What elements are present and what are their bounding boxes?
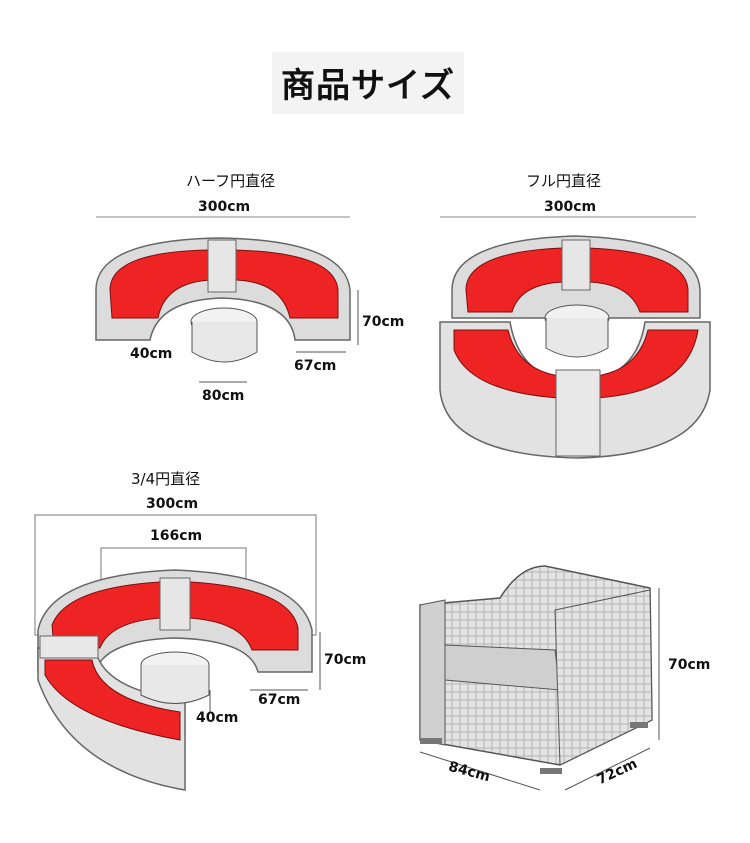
half-circle-diameter: 300cm <box>198 199 251 215</box>
half-circle-height: 70cm <box>362 314 405 330</box>
three-quarter-title: 3/4円直径 <box>131 470 201 488</box>
armchair-height: 70cm <box>668 657 711 673</box>
title-background <box>272 52 464 114</box>
page-title: 商品サイズ <box>281 66 455 106</box>
half-circle-title: ハーフ円直径 <box>186 172 276 190</box>
three-quarter-seat-depth: 40cm <box>196 710 239 726</box>
half-circle-seat-depth: 40cm <box>130 346 173 362</box>
three-quarter-section-width: 67cm <box>258 692 301 708</box>
half-circle-table: 80cm <box>202 388 245 404</box>
three-quarter-height: 70cm <box>324 652 367 668</box>
full-circle-title: フル円直径 <box>526 172 602 190</box>
three-quarter-inner: 166cm <box>150 528 203 544</box>
full-circle-diameter: 300cm <box>544 199 597 215</box>
three-quarter-diameter: 300cm <box>146 496 199 512</box>
half-circle-section-width: 67cm <box>294 358 337 374</box>
